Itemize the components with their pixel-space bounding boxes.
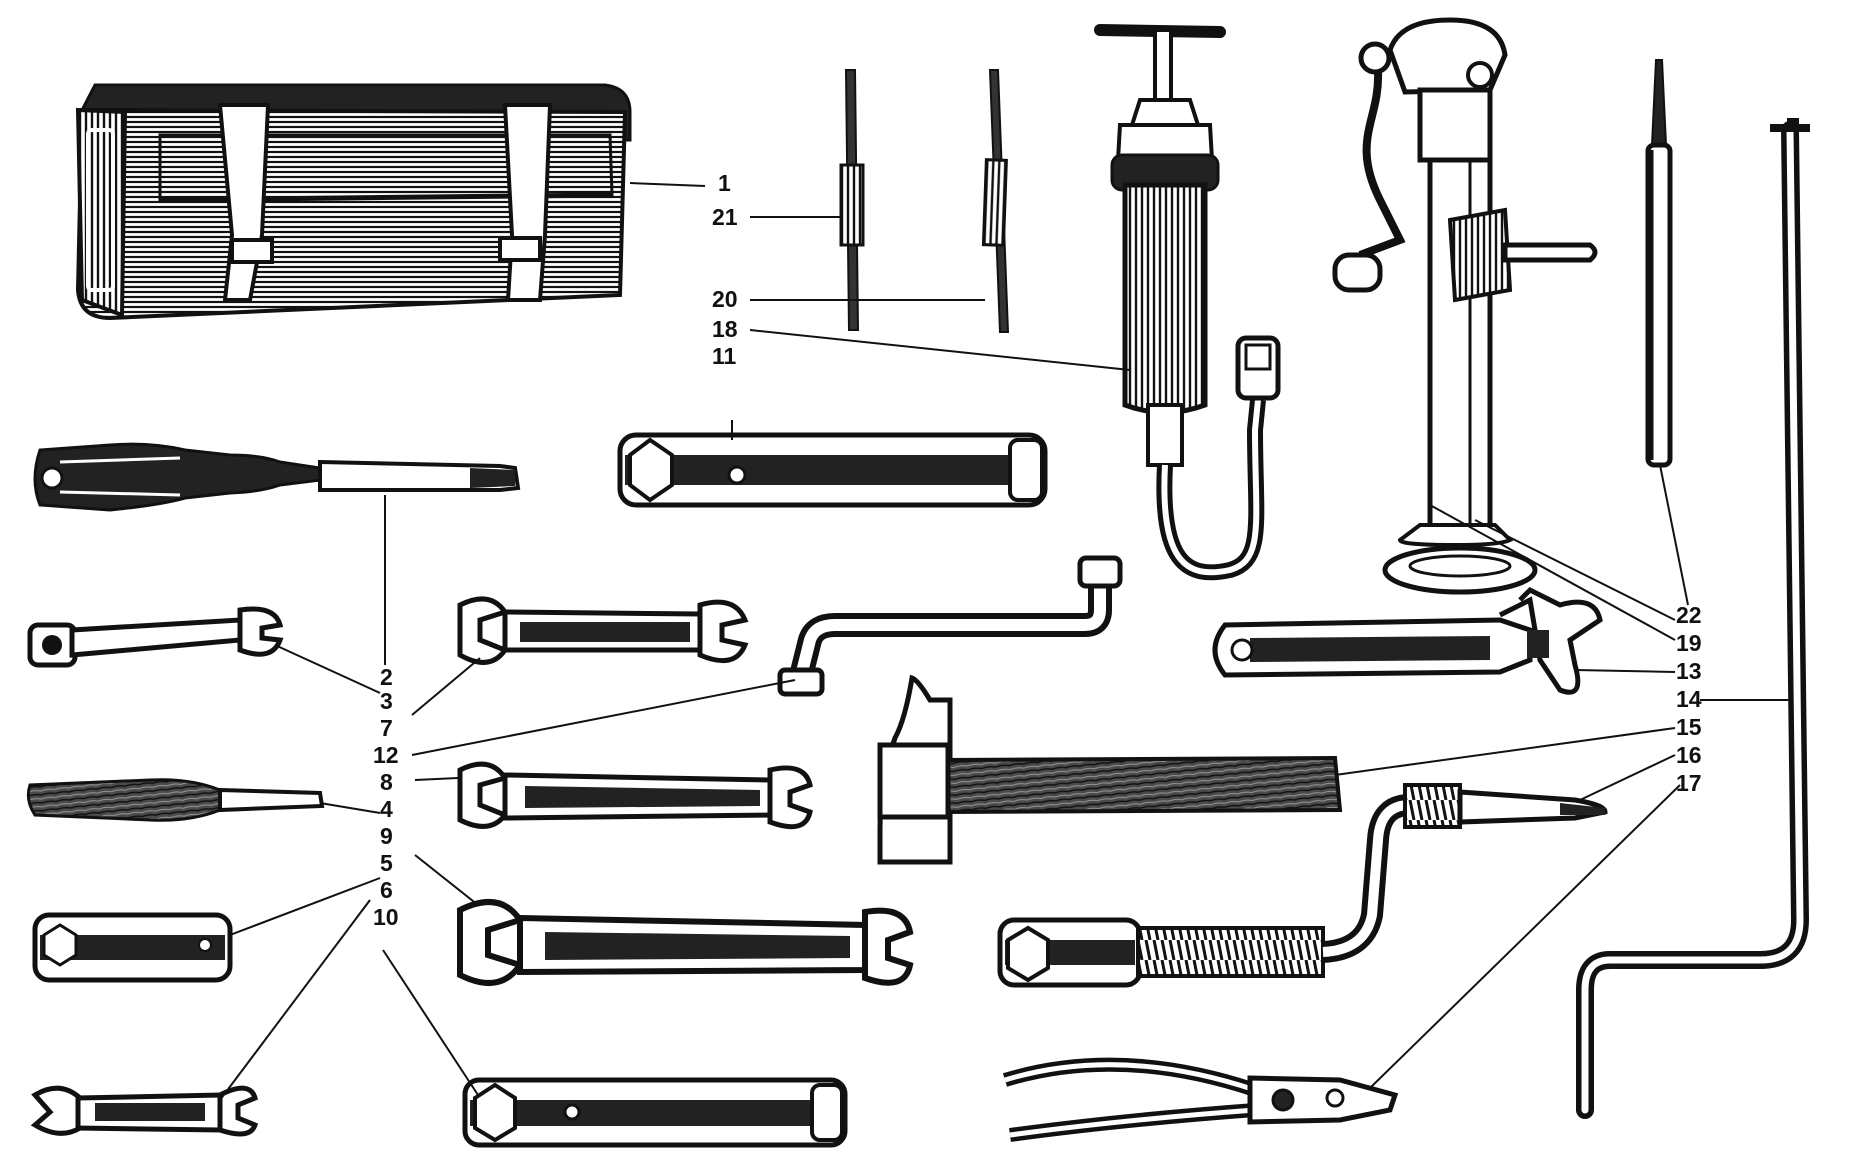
car-jack: [1332, 17, 1598, 595]
callout-16: 16: [1676, 742, 1702, 768]
tool-bag: [75, 83, 632, 321]
callout-3: 3: [380, 688, 393, 714]
callout-5: 5: [380, 850, 393, 876]
callout-9: 9: [380, 823, 393, 849]
wheel-brace: [997, 783, 1608, 988]
open-wrench-9: [457, 899, 914, 986]
callout-1: 1: [718, 170, 731, 196]
open-wrench-7: [457, 596, 749, 665]
open-wrench-small: [30, 1085, 259, 1137]
callout-12: 12: [373, 742, 399, 768]
callout-6: 6: [380, 877, 393, 903]
hammer: [877, 674, 1343, 865]
screwdriver-large: [33, 442, 521, 512]
callout-17: 17: [1676, 770, 1702, 796]
feeler-blades: [839, 69, 1010, 333]
grease-gun: [1094, 24, 1281, 581]
callout-4: 4: [380, 796, 393, 822]
callout-19: 19: [1676, 630, 1702, 656]
box-spanner-short: [32, 912, 233, 983]
callout-7: 7: [380, 715, 393, 741]
tubular-spanner-large: [617, 432, 1048, 508]
offset-box-spanner: [777, 555, 1123, 697]
leader-lines: [219, 182, 1790, 1101]
callout-13: 13: [1676, 658, 1702, 684]
callout-14: 14: [1676, 686, 1702, 712]
punch: [1645, 59, 1673, 468]
ring-wrench-small: [27, 606, 284, 668]
callout-2: 2: [380, 664, 393, 690]
open-wrench-8: [457, 761, 813, 830]
callout-18: 18: [712, 316, 738, 342]
callout-21: 21: [712, 204, 738, 230]
adjustable-wrench: [1212, 586, 1603, 695]
callout-22: 22: [1676, 602, 1702, 628]
starting-handle: [1576, 118, 1810, 1119]
callout-10: 10: [373, 904, 399, 930]
pliers: [1002, 1057, 1399, 1142]
callout-11: 11: [712, 343, 737, 369]
callout-15: 15: [1676, 714, 1702, 740]
callout-8: 8: [380, 769, 393, 795]
tubular-spanner-small: [462, 1077, 848, 1148]
callout-20: 20: [712, 286, 738, 312]
screwdriver-small: [26, 778, 325, 822]
